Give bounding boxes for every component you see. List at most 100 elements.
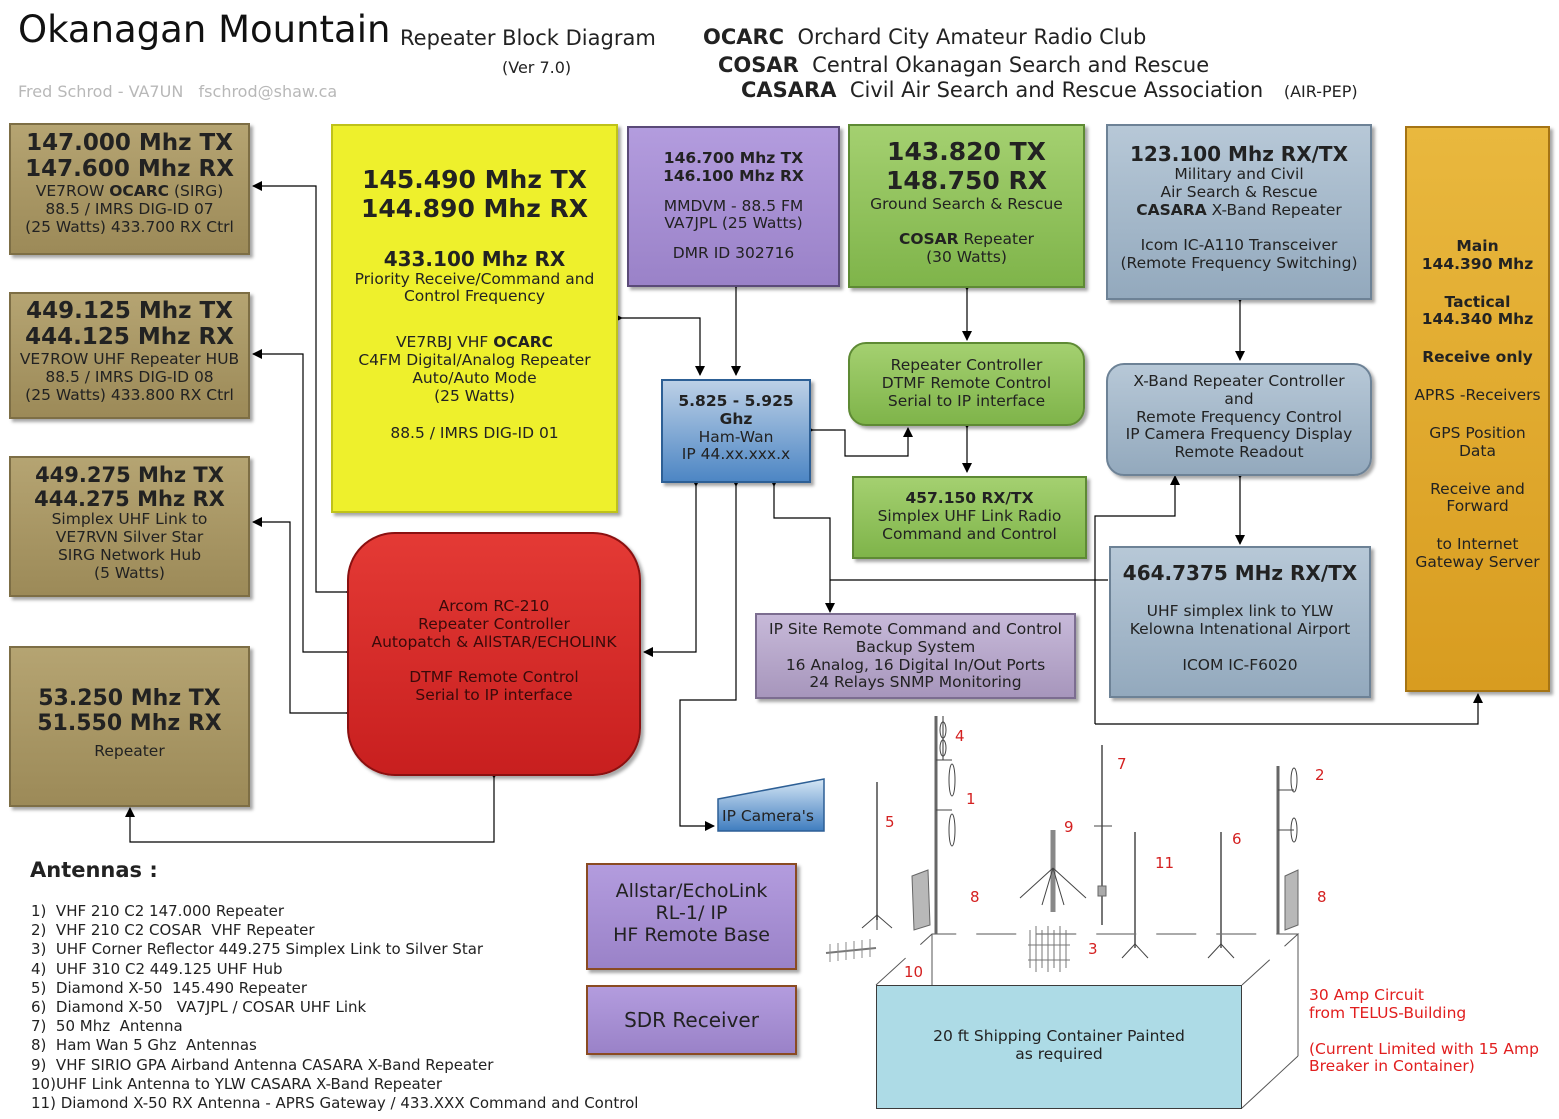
desc-line: Simplex UHF Link to: [51, 510, 208, 529]
club-abbr: CASARA: [741, 78, 837, 102]
desc-line: Repeater Controller: [418, 614, 570, 633]
page-title: Okanagan Mountain: [18, 8, 391, 51]
box-145490-repeater: 145.490 Mhz TX 144.890 Mhz RX 433.100 Mh…: [331, 124, 618, 513]
antenna-item: 4) UHF 310 C2 449.125 UHF Hub: [31, 959, 283, 978]
box-sdr-receiver: SDR Receiver: [586, 985, 797, 1055]
desc-line: Backup System: [855, 637, 976, 656]
freq-rx: 444.125 Mhz RX: [25, 324, 234, 351]
freq-tx: 449.125 Mhz TX: [26, 298, 233, 324]
club-cosar: COSAR Central Okanagan Search and Rescue: [718, 53, 1209, 77]
antenna-marker: 5: [885, 813, 895, 831]
desc-line: Remote Readout: [1174, 443, 1304, 462]
desc-line: SDR Receiver: [624, 1008, 759, 1032]
desc-line: APRS -Receivers: [1414, 386, 1541, 405]
box-53-repeater: 53.250 Mhz TX 51.550 Mhz RX Repeater: [9, 646, 250, 807]
desc-line: RL-1/ IP: [655, 901, 728, 924]
desc-line: DTMF Remote Control: [881, 373, 1052, 392]
box-457150-link: 457.150 RX/TX Simplex UHF Link Radio Com…: [852, 476, 1087, 559]
link-hamwan-ipsite: [769, 477, 835, 613]
link-net-aprs: [1095, 693, 1483, 725]
power-note: 30 Amp Circuit from TELUS-Building (Curr…: [1309, 986, 1539, 1076]
antenna-item: 6) Diamond X-50 VA7JPL / COSAR UHF Link: [31, 998, 367, 1017]
club-suffix: (AIR-PEP): [1283, 82, 1358, 101]
desc-line: GPS Position: [1429, 423, 1526, 442]
antenna-marker: 3: [1088, 940, 1098, 958]
box-449275-link: 449.275 Mhz TX 444.275 Mhz RX Simplex UH…: [9, 456, 250, 597]
freq-line: 464.7375 MHz RX/TX: [1122, 561, 1358, 585]
club-name: Orchard City Amateur Radio Club: [797, 25, 1147, 49]
power-line: (25 Watts) 433.800 RX Ctrl: [25, 385, 234, 404]
freq-line: 457.150 RX/TX: [905, 489, 1034, 507]
desc-line: Control Frequency: [403, 287, 546, 306]
antenna-item: 2) VHF 210 C2 COSAR VHF Repeater: [31, 921, 315, 940]
link-arcom-449275: [252, 517, 355, 718]
freq-line: 123.100 Mhz RX/TX: [1130, 142, 1348, 166]
ip-camera-shape: [717, 778, 825, 832]
box-123100-casara: 123.100 Mhz RX/TX Military and Civil Air…: [1106, 124, 1372, 300]
desc-line: Gateway Server: [1415, 552, 1540, 571]
freq-tx: 145.490 Mhz TX: [362, 165, 587, 194]
antenna-item: 5) Diamond X-50 145.490 Repeater: [31, 978, 307, 997]
box-ip-site-control: IP Site Remote Command and Control Backu…: [755, 613, 1076, 699]
tone-line: 88.5 / IMRS DIG-ID 07: [45, 199, 214, 218]
desc-line: COSAR Repeater: [898, 230, 1035, 249]
antenna-item: 11) Diamond X-50 RX Antenna - APRS Gatew…: [31, 1094, 639, 1113]
box-xband-controller: X-Band Repeater Controller and Remote Fr…: [1106, 363, 1372, 476]
antenna-marker: 4: [955, 727, 965, 745]
desc-line: Allstar/EchoLink: [615, 880, 768, 902]
power-line: (30 Watts): [926, 248, 1007, 267]
club-casara: CASARA Civil Air Search and Rescue Assoc…: [741, 78, 1358, 102]
power-line: (25 Watts): [434, 386, 515, 405]
antenna-marker: 10: [904, 963, 924, 981]
desc-line: Air Search & Rescue: [1160, 182, 1318, 201]
antenna-marker: 11: [1155, 854, 1175, 872]
power-line: (25 Watts) 433.700 RX Ctrl: [25, 217, 234, 236]
box-146700-dmr: 146.700 Mhz TX 146.100 Mhz RX MMDVM - 88…: [627, 126, 840, 287]
freq-rx: 148.750 RX: [885, 165, 1048, 195]
desc-line: Receive and: [1430, 479, 1525, 498]
freq-rx: 444.275 Mhz RX: [34, 487, 225, 512]
freq-tx: 53.250 Mhz TX: [38, 686, 221, 711]
desc-line: Ground Search & Rescue: [870, 194, 1063, 213]
club-abbr: OCARC: [703, 25, 785, 49]
club-name: Central Okanagan Search and Rescue: [812, 53, 1210, 77]
box-aprs-gateway: Main 144.390 Mhz Tactical 144.340 Mhz Re…: [1405, 126, 1550, 692]
link-arcom-53: [125, 769, 499, 843]
antenna-marker: 6: [1232, 830, 1242, 848]
box-allstar-echolink: Allstar/EchoLink RL-1/ IP HF Remote Base: [586, 863, 797, 970]
desc-line: Kelowna Intenational Airport: [1129, 619, 1351, 638]
link-hamwan-ipcam: [679, 477, 741, 831]
tone-line: 88.5 / IMRS DIG-ID 01: [390, 424, 559, 443]
desc-line: Remote Frequency Control: [1136, 407, 1342, 426]
dmr-id: DMR ID 302716: [672, 244, 795, 263]
link-145-hamwan: [613, 313, 705, 376]
desc-line: X-Band Repeater Controller: [1133, 372, 1345, 390]
freq-unit: Ghz: [719, 409, 753, 428]
callsign-line: VE7ROW UHF Repeater HUB: [19, 349, 240, 368]
antenna-marker: 1: [966, 790, 976, 808]
box-4647375-link: 464.7375 MHz RX/TX UHF simplex link to Y…: [1109, 546, 1371, 698]
desc-line: Serial to IP interface: [887, 391, 1046, 410]
desc-line: 24 Relays SNMP Monitoring: [809, 673, 1022, 692]
box-arcom-controller: Arcom RC-210 Repeater Controller Autopat…: [347, 532, 641, 776]
desc-line: and: [1224, 389, 1254, 408]
box-repeater-controller: Repeater Controller DTMF Remote Control …: [848, 342, 1085, 426]
club-name: Civil Air Search and Rescue Association: [849, 78, 1264, 102]
freq-tx: 449.275 Mhz TX: [35, 463, 224, 487]
aprs-main-freq: 144.390 Mhz: [1421, 254, 1534, 273]
link-net-xband: [1094, 475, 1180, 724]
antennas-list: 1) VHF 210 C2 147.000 Repeater 2) VHF 21…: [31, 902, 638, 1113]
box-147-repeater: 147.000 Mhz TX 147.600 Mhz RX VE7ROW OCA…: [9, 123, 250, 255]
desc-line: CASARA X-Band Repeater: [1136, 200, 1342, 219]
desc-line: Command and Control: [882, 524, 1057, 543]
freq-tx: 147.000 Mhz TX: [26, 130, 233, 156]
aprs-receive-only: Receive only: [1422, 348, 1533, 367]
power-note-line: 30 Amp Circuit: [1309, 986, 1425, 1004]
shipping-container: 20 ft Shipping Container Painted as requ…: [876, 985, 1242, 1109]
desc-line: IP Site Remote Command and Control: [769, 620, 1062, 638]
antenna-marker: 8: [970, 888, 980, 906]
desc-line: Icom IC-A110 Transceiver: [1140, 236, 1338, 255]
desc-line: DTMF Remote Control: [409, 668, 579, 687]
box-hamwan: 5.825 - 5.925 Ghz Ham-Wan IP 44.xx.xxx.x: [661, 379, 811, 483]
